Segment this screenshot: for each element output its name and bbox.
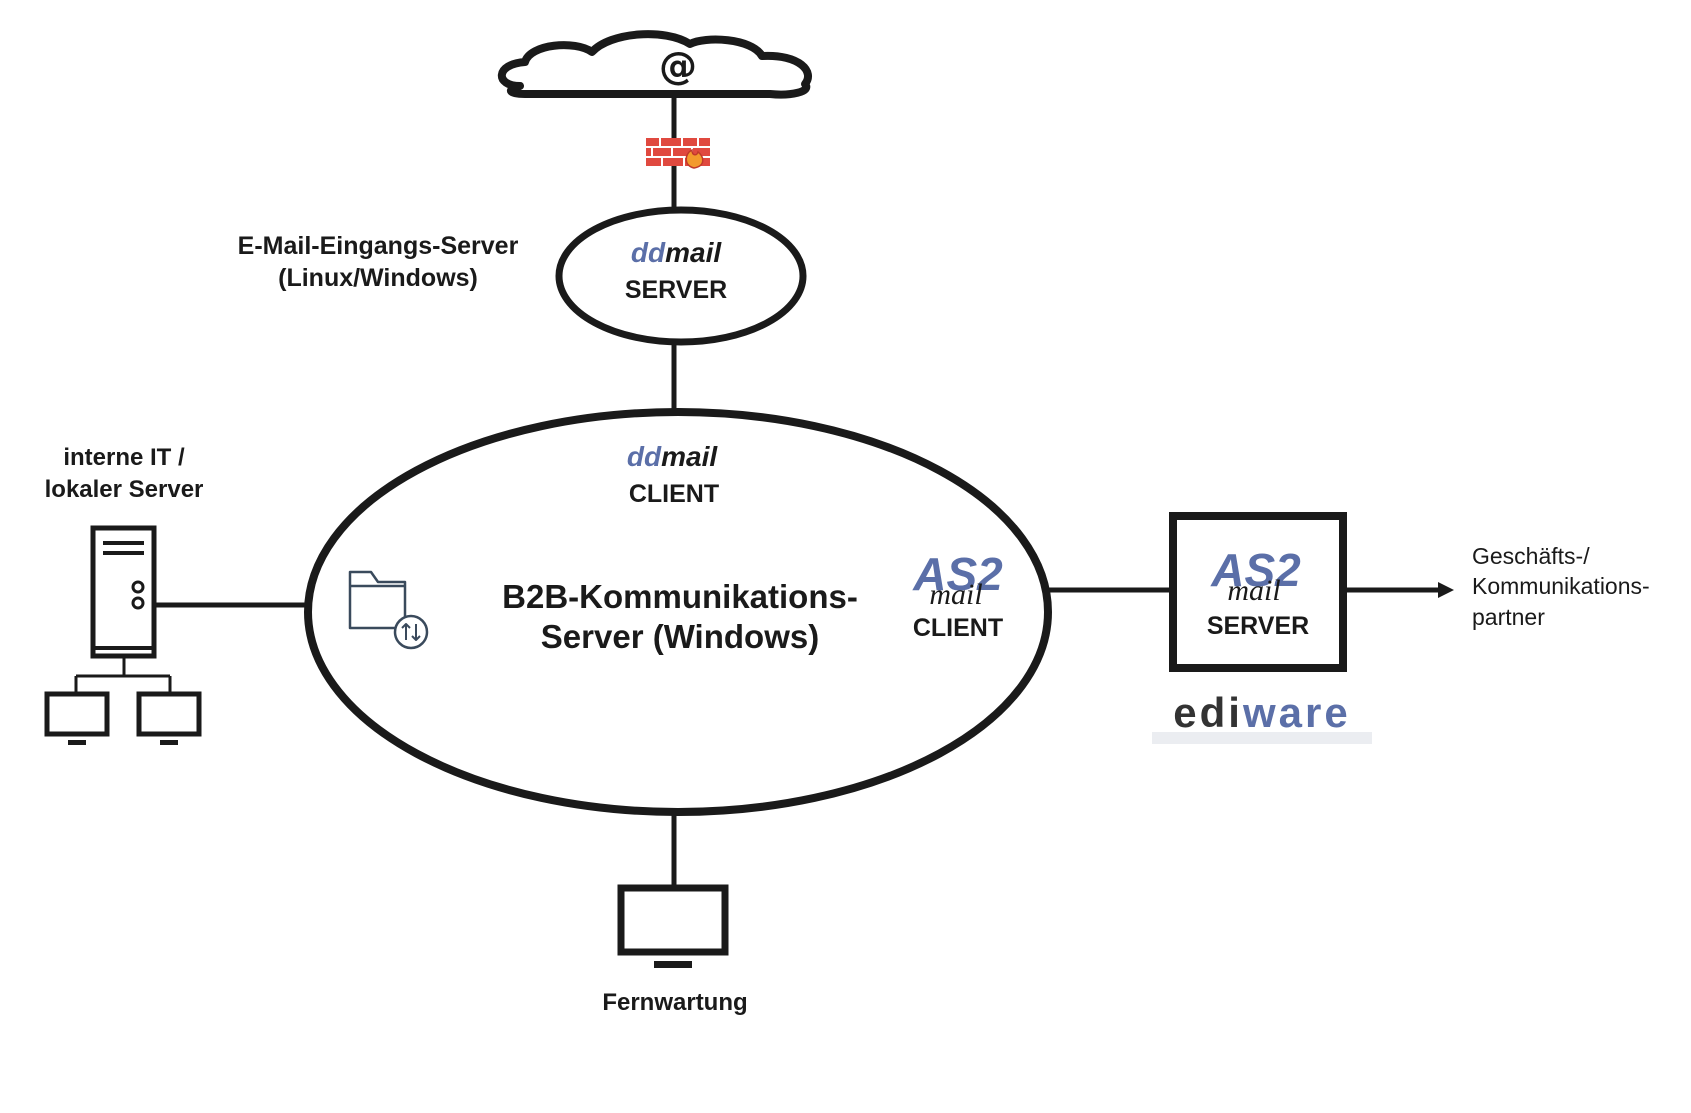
workstation-monitor-icon [44, 691, 110, 745]
at-sign-icon: @ [659, 44, 697, 88]
internal-it-node: interne IT / lokaler Server [44, 444, 204, 745]
remote-node: Fernwartung [602, 884, 748, 1016]
ediware-reflection [1152, 732, 1372, 744]
ddimail-client-brand: ddmail [627, 441, 718, 472]
b2b-server-ellipse [304, 408, 1052, 816]
remote-label: Fernwartung [602, 989, 747, 1016]
ediware-wordmark: ediware [1173, 689, 1350, 736]
as2-server-mail-script: mail [1227, 574, 1280, 607]
ddimail-client-role: CLIENT [629, 480, 719, 508]
internal-it-label-line1: interne IT / [63, 444, 185, 471]
server-tower-icon [90, 525, 157, 659]
mail-server-caption-line1: E-Mail-Eingangs-Server [238, 232, 519, 260]
folder-sync-icon [348, 570, 429, 650]
mail-server-caption-line2: (Linux/Windows) [278, 264, 478, 292]
network-tree-icon [74, 656, 172, 692]
mail-server-role: SERVER [625, 276, 727, 304]
arrow-to-partner [1438, 582, 1454, 598]
as2-server-box [1169, 512, 1347, 672]
b2b-server-title-line2: Server (Windows) [541, 618, 819, 655]
cloud-shape [497, 30, 812, 99]
internal-it-label-line2: lokaler Server [45, 476, 204, 503]
as2-client-text: AS2 [912, 548, 1003, 600]
workstation-monitor-icon [136, 691, 202, 745]
partner-label-line3: partner [1472, 604, 1545, 630]
partner-label-line2: Kommunikations- [1472, 573, 1650, 599]
b2b-server-node: ddmail CLIENT B2B-Kommunikations- Server… [304, 408, 1052, 816]
as2-server-text: AS2 [1210, 544, 1301, 596]
as2-server-node: AS2 mail SERVER [1169, 512, 1347, 672]
flame-icon [685, 148, 704, 169]
b2b-server-title-line1: B2B-Kommunikations- [502, 578, 858, 615]
connectors [155, 96, 1440, 888]
mail-server-ellipse [555, 206, 807, 346]
mail-server-node: ddmail SERVER [555, 206, 807, 346]
mail-server-brand: ddmail [631, 237, 722, 268]
as2-client-logo: AS2 mail CLIENT [912, 548, 1003, 642]
as2-server-role: SERVER [1207, 612, 1309, 640]
ediware-logo: ediware [1152, 689, 1372, 744]
partner-label-line1: Geschäfts-/ [1472, 543, 1590, 569]
firewall-icon [646, 138, 710, 169]
monitor-icon [617, 884, 729, 968]
as2-client-role: CLIENT [913, 614, 1003, 642]
as2-client-mail-script: mail [929, 578, 982, 611]
internet-cloud: @ [497, 30, 812, 99]
